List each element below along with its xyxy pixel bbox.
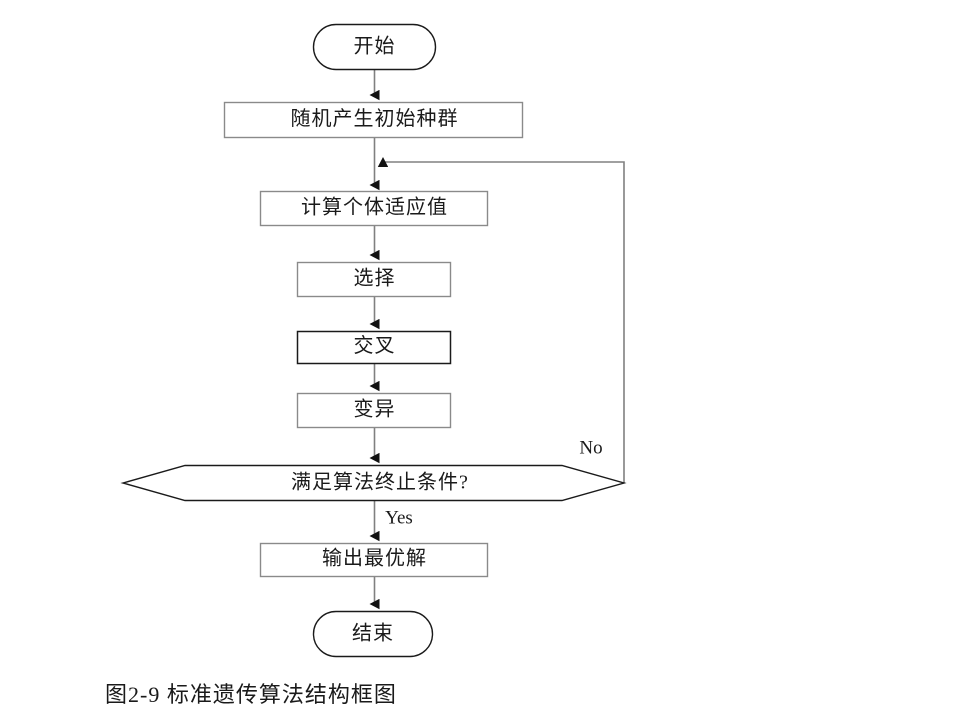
node-condition[interactable]: 满足算法终止条件? (120, 464, 627, 502)
node-mutation-shape (296, 392, 452, 429)
edge-condition-no-feedback (377, 157, 625, 483)
node-condition-shape (120, 464, 627, 502)
node-init-shape (223, 101, 524, 139)
node-output[interactable]: 输出最优解 (259, 542, 489, 578)
node-condition-label: 满足算法终止条件? (291, 471, 469, 494)
node-selection[interactable]: 选择 (296, 261, 452, 298)
node-fitness[interactable]: 计算个体适应值 (259, 190, 489, 227)
node-mutation[interactable]: 变异 (296, 392, 452, 429)
node-crossover-shape (296, 330, 452, 365)
node-mutation-label: 变异 (354, 398, 396, 421)
node-fitness-shape (259, 190, 489, 227)
node-init-label: 随机产生初始种群 (291, 107, 459, 130)
branch-label-yes: Yes (385, 507, 413, 528)
node-selection-shape (296, 261, 452, 298)
node-output-shape (259, 542, 489, 578)
node-fitness-label: 计算个体适应值 (301, 196, 448, 219)
node-crossover[interactable]: 交叉 (296, 330, 452, 365)
node-end-label: 结束 (352, 622, 394, 645)
node-start-shape (312, 23, 437, 71)
branch-label-no: No (579, 437, 602, 458)
node-init[interactable]: 随机产生初始种群 (223, 101, 524, 139)
node-start[interactable]: 开始 (312, 23, 437, 71)
node-crossover-label: 交叉 (354, 334, 396, 357)
node-selection-label: 选择 (354, 267, 396, 290)
node-output-label: 输出最优解 (322, 547, 427, 570)
node-start-label: 开始 (354, 35, 396, 58)
connector-group (369, 70, 625, 610)
node-end-shape (312, 610, 434, 658)
figure-caption: 图2-9 标准遗传算法结构框图 (105, 682, 397, 707)
node-end[interactable]: 结束 (312, 610, 434, 658)
